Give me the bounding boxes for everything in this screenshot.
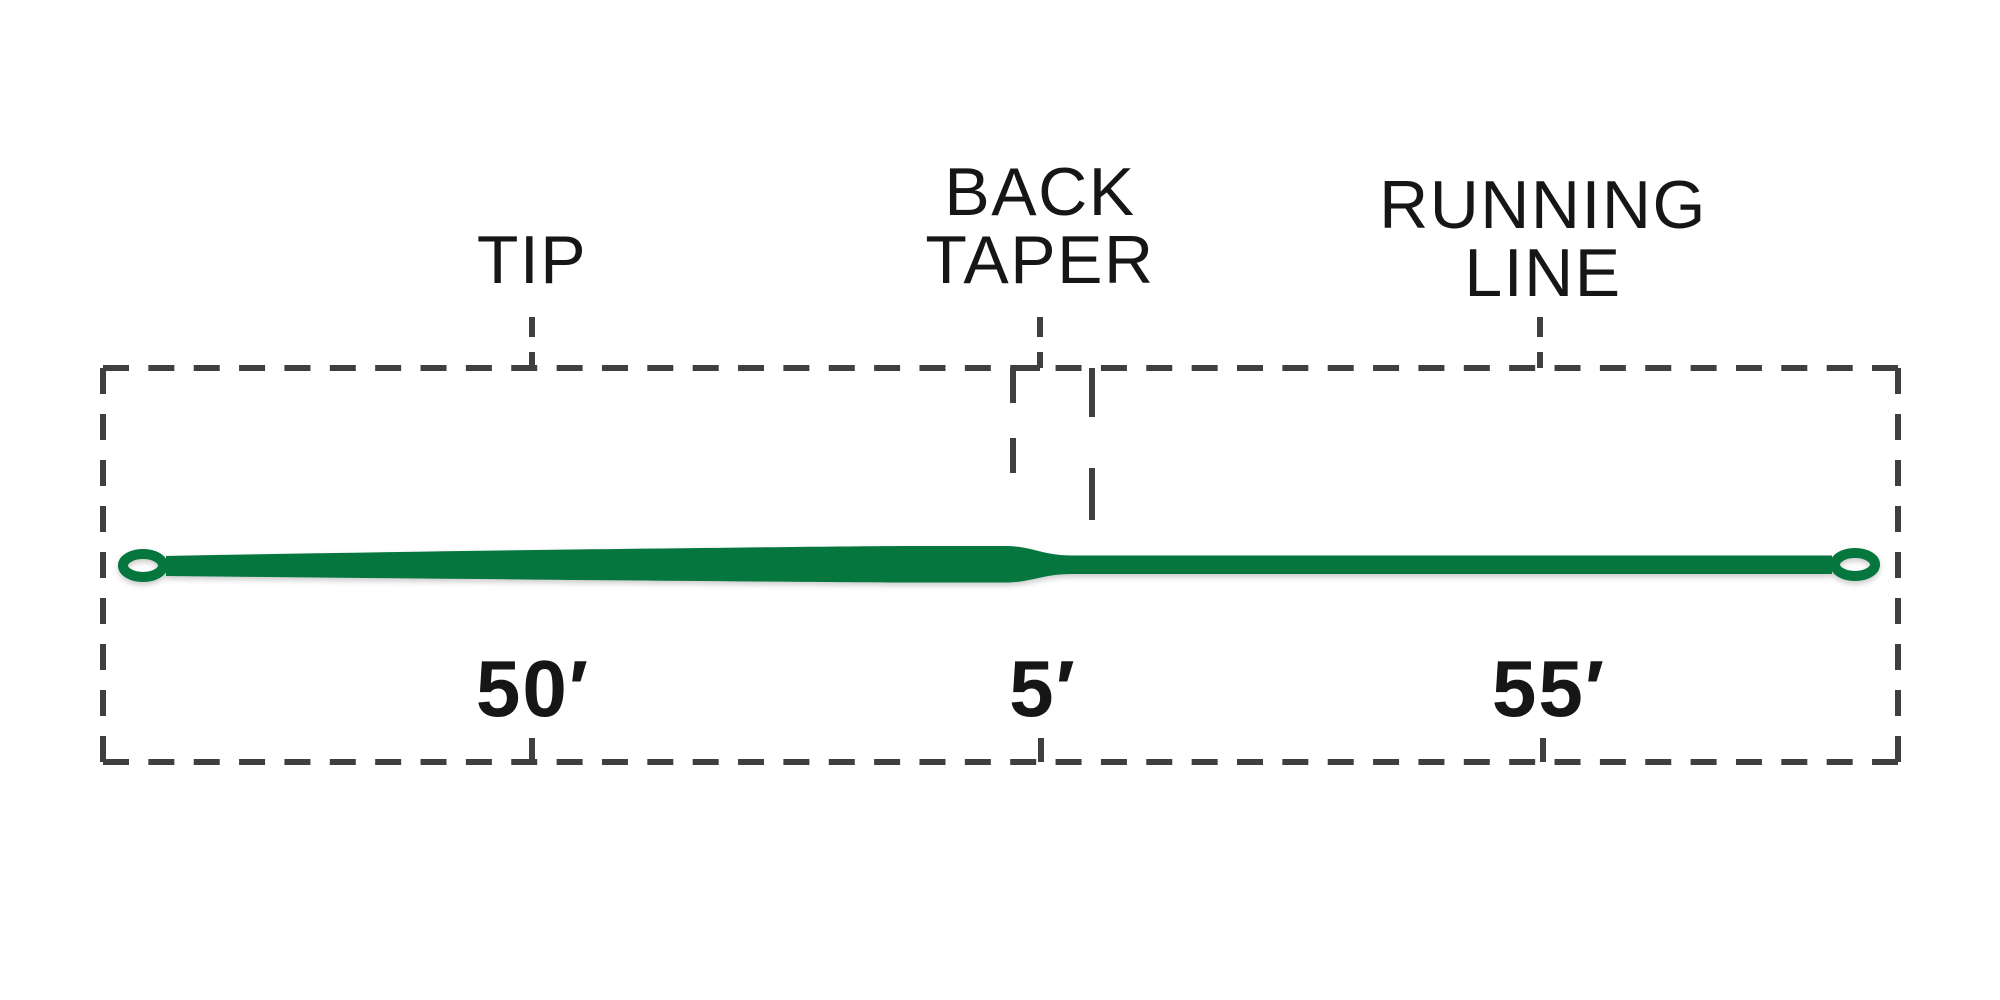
left-welded-loop-icon xyxy=(118,549,168,582)
section-label-back-taper-line2: TAPER xyxy=(925,222,1155,298)
section-label-tip-line1: TIP xyxy=(476,222,588,298)
right-welded-loop-icon xyxy=(1830,548,1880,581)
section-label-back-taper-line1: BACK xyxy=(944,154,1136,230)
section-label-running-line-line1: RUNNING xyxy=(1379,167,1707,243)
fly-line-profile xyxy=(118,546,1880,583)
section-label-running-line-line2: LINE xyxy=(1464,235,1622,311)
section-length-running-line: 55′ xyxy=(1491,644,1607,733)
section-length-back-taper: 5′ xyxy=(1009,644,1077,733)
section-label-tip: TIP xyxy=(477,226,587,294)
section-label-running-line: RUNNING LINE xyxy=(1379,171,1707,307)
section-label-back-taper: BACK TAPER xyxy=(925,158,1154,294)
fly-line-body xyxy=(166,546,1832,583)
section-length-tip: 50′ xyxy=(475,644,591,733)
